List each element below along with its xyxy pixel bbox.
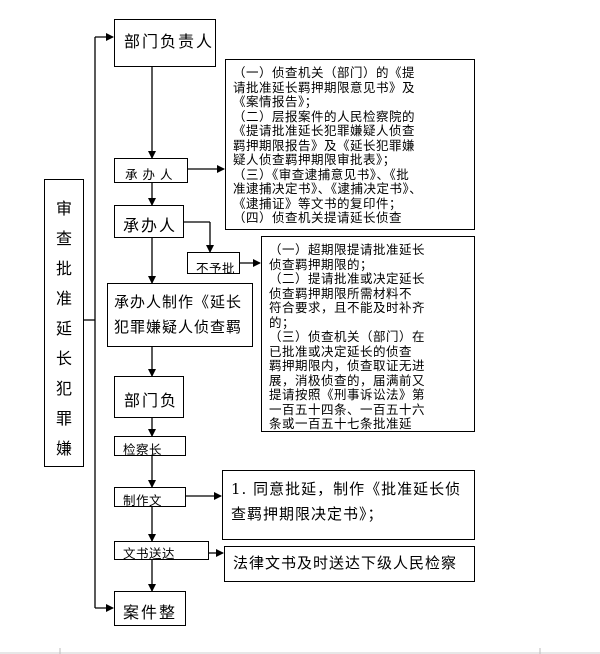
step-undertaker-fragment-label: 承 办 人	[125, 167, 173, 182]
step-produce-document: 制作文	[114, 487, 186, 507]
step-draft-report-line2: 犯罪嫌疑人侦查羁	[114, 318, 243, 336]
step-undertaker: 承办人	[114, 205, 184, 238]
note-reject-reasons: （一）超期限提请批准延长侦查羁押期限的；（二）提请批准或决定延长侦查羁押期限所需…	[261, 236, 475, 432]
note-deliver: 法律文书及时送达下级人民检察	[224, 546, 475, 582]
step-prosecutor: 检察长	[114, 436, 186, 456]
step-draft-report-line1: 承办人制作《延长	[114, 293, 243, 311]
side-title-char: 长	[55, 349, 72, 368]
note-approve: 1. 同意批延，制作《批准延长侦查羁押期限决定书》；	[222, 470, 475, 540]
step-dept-head-label: 部门负责人	[124, 32, 215, 51]
materials-line: （一）侦查机关（部门）的《提	[233, 65, 416, 80]
materials-line: 《案情报告》；	[233, 94, 318, 109]
step-undertaker-label: 承办人	[123, 216, 178, 235]
step-produce-document-label: 制作文	[123, 493, 163, 507]
step-undertaker-fragment: 承 办 人	[114, 158, 188, 183]
step-dept-head-review-label: 部门负	[124, 391, 179, 410]
materials-line: （二）层报案件的人民检察院的	[233, 108, 416, 124]
side-title: 审查批准延长犯罪嫌疑	[45, 180, 83, 466]
side-title-char: 审	[55, 199, 72, 218]
reject-reason-line: （三）侦查机关（部门）在	[269, 329, 426, 344]
step-archive: 案件整	[114, 591, 186, 626]
note-deliver-text: 法律文书及时送达下级人民检察	[233, 554, 458, 572]
step-prosecutor-label: 检察长	[123, 442, 163, 456]
page-edge-marks	[0, 648, 600, 654]
reject-reason-line: （一）超期限提请批准延长	[269, 242, 426, 257]
materials-line: 羁押期限报告》及《延长犯罪嫌	[233, 137, 416, 153]
side-title-char: 准	[55, 289, 72, 308]
materials-line: 《逮捕证》等文书的复印件；	[233, 195, 403, 211]
reject-reason-line: 侦查羁押期限的；	[269, 256, 374, 272]
reject-reason-line: 侦查羁押期限所需材料不	[269, 285, 413, 301]
step-not-approve-label: 不予批	[196, 261, 236, 274]
materials-line: （三）《审查逮捕意见书》、《批	[233, 166, 410, 182]
step-deliver-document: 文书送达	[114, 541, 209, 560]
reject-reason-line: 一百五十四条、一百五十六	[269, 401, 426, 417]
side-title-char: 查	[55, 229, 72, 248]
side-title-char: 延	[55, 319, 72, 338]
materials-line: 《提请批准延长犯罪嫌疑人侦查	[233, 123, 416, 138]
side-title-char: 罪	[55, 409, 72, 428]
reject-reason-line: （二）提请批准或决定延长	[269, 271, 426, 286]
step-dept-head-review: 部门负	[114, 376, 184, 418]
side-title-char: 疑	[56, 464, 72, 466]
approve-line: 查羁押期限决定书》；	[231, 505, 384, 523]
reject-reason-line: 条或一百五十七条批准延	[269, 416, 413, 431]
materials-line: 准逮捕决定书》、《逮捕决定书》、	[233, 181, 423, 196]
step-draft-report: 承办人制作《延长 犯罪嫌疑人侦查羁	[107, 283, 253, 347]
reject-reason-line: 的；	[269, 314, 296, 330]
step-deliver-document-label: 文书送达	[123, 546, 176, 560]
reject-reason-line: 羁押期限内，侦查取证无进	[269, 358, 426, 373]
side-title-char: 嫌	[55, 439, 72, 458]
reject-reason-line: 已批准或决定延长的侦查	[269, 343, 413, 359]
step-dept-head: 部门负责人	[114, 19, 216, 67]
side-title-char: 犯	[55, 379, 72, 398]
step-not-approve: 不予批	[187, 252, 240, 274]
reject-reason-line: 提请按照《刑事诉讼法》第	[269, 387, 426, 402]
side-title-char: 批	[55, 259, 72, 278]
materials-line: 疑人侦查羁押期限审批表》；	[233, 152, 396, 167]
step-archive-label: 案件整	[123, 603, 178, 622]
materials-line: （四）侦查机关提请延长侦查	[233, 210, 403, 225]
side-title-box: 审查批准延长犯罪嫌疑	[44, 179, 84, 467]
materials-line: 请批准延长羁押期限意见书》及	[233, 79, 416, 95]
approve-line: 1. 同意批延，制作《批准延长侦	[231, 480, 462, 498]
note-required-materials: （一）侦查机关（部门）的《提请批准延长羁押期限意见书》及《案情报告》；（二）层报…	[225, 59, 475, 230]
reject-reason-line: 展，消极侦查的，届满前又	[269, 372, 426, 388]
reject-reason-line: 符合要求，且不能及时补齐	[269, 300, 426, 315]
